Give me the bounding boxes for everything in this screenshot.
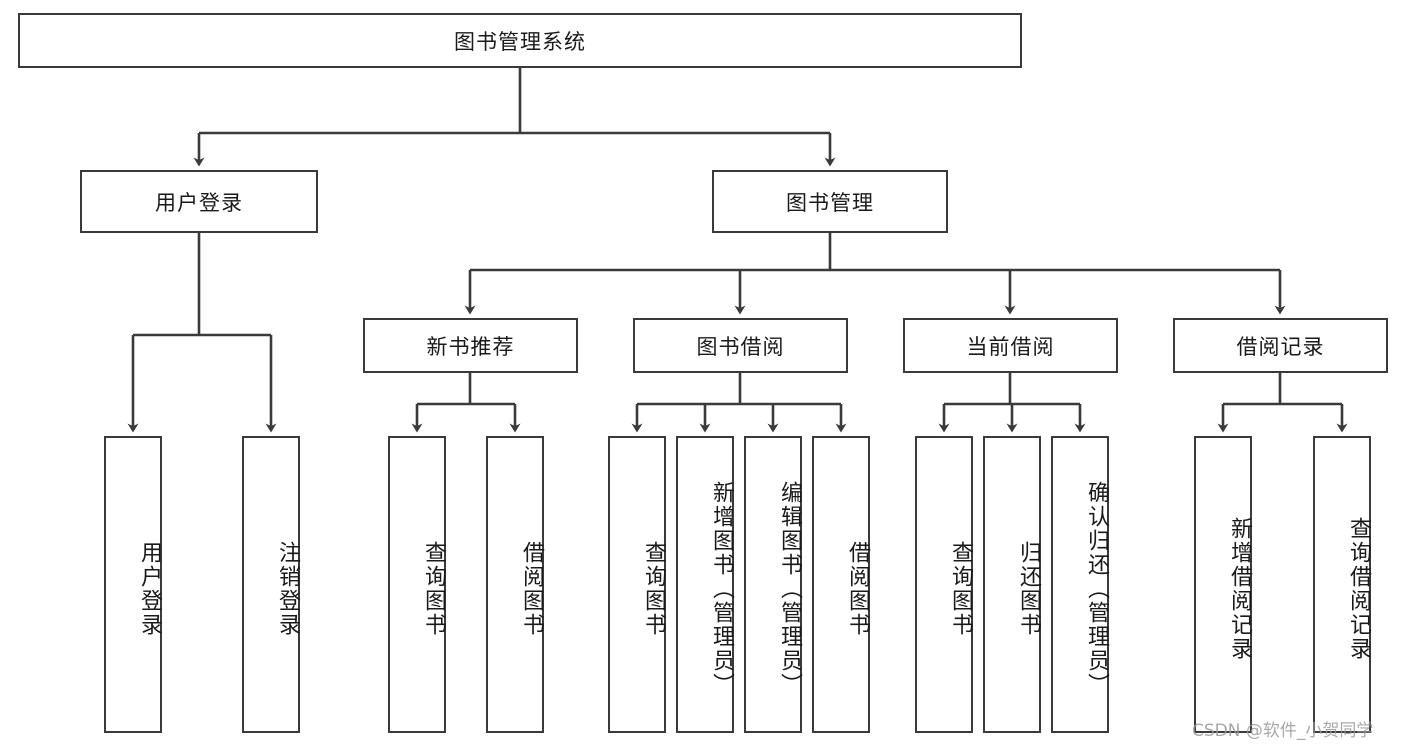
node-label: 确认归还（管理员） — [1084, 480, 1109, 697]
node-new-book-recommend[interactable]: 新书推荐 — [363, 318, 578, 373]
node-label: 用户登录 — [155, 190, 243, 215]
node-label: 图书管理系统 — [454, 29, 586, 54]
node-book-management[interactable]: 图书管理 — [712, 170, 948, 233]
node-label: 查询图书 — [948, 540, 973, 637]
node-label: 新增图书（管理员） — [709, 480, 734, 697]
node-label: 查询图书 — [421, 540, 446, 637]
node-label: 借阅图书 — [845, 540, 870, 637]
node-label: 查询借阅记录 — [1346, 516, 1371, 661]
node-label: 图书借阅 — [696, 334, 785, 359]
node-current-borrow[interactable]: 当前借阅 — [903, 318, 1118, 373]
node-user-login[interactable]: 用户登录 — [80, 170, 318, 233]
node-label: 借阅图书 — [519, 540, 544, 637]
node-leaf-query-book-recommend[interactable]: 查询图书 — [388, 436, 446, 733]
node-label: 新增借阅记录 — [1227, 516, 1252, 661]
node-leaf-edit-book-admin[interactable]: 编辑图书（管理员） — [744, 436, 802, 733]
node-leaf-add-book-admin[interactable]: 新增图书（管理员） — [676, 436, 734, 733]
node-leaf-borrow-book-recommend[interactable]: 借阅图书 — [486, 436, 544, 733]
node-label: 查询图书 — [641, 540, 666, 637]
node-label: 用户登录 — [137, 540, 162, 637]
node-label: 当前借阅 — [966, 334, 1055, 359]
node-book-borrow[interactable]: 图书借阅 — [633, 318, 848, 373]
node-leaf-query-book-borrow[interactable]: 查询图书 — [608, 436, 666, 733]
node-leaf-query-book-current[interactable]: 查询图书 — [915, 436, 973, 733]
node-label: 归还图书 — [1016, 540, 1041, 637]
node-label: 注销登录 — [275, 540, 300, 637]
node-label: 新书推荐 — [426, 334, 515, 359]
node-leaf-borrow-book[interactable]: 借阅图书 — [812, 436, 870, 733]
watermark-text: CSDN @软件_小贺同学 — [1192, 721, 1374, 741]
node-label: 图书管理 — [786, 190, 874, 215]
node-leaf-return-book[interactable]: 归还图书 — [983, 436, 1041, 733]
node-leaf-query-borrow-record[interactable]: 查询借阅记录 — [1313, 436, 1371, 733]
node-leaf-user-login[interactable]: 用户登录 — [104, 436, 162, 733]
node-leaf-add-borrow-record[interactable]: 新增借阅记录 — [1194, 436, 1252, 733]
node-leaf-logout-login[interactable]: 注销登录 — [242, 436, 300, 733]
node-borrow-record[interactable]: 借阅记录 — [1173, 318, 1388, 373]
node-leaf-confirm-return-admin[interactable]: 确认归还（管理员） — [1051, 436, 1109, 733]
node-root-book-management-system[interactable]: 图书管理系统 — [18, 13, 1022, 68]
node-label: 借阅记录 — [1236, 334, 1325, 359]
node-label: 编辑图书（管理员） — [777, 480, 802, 697]
